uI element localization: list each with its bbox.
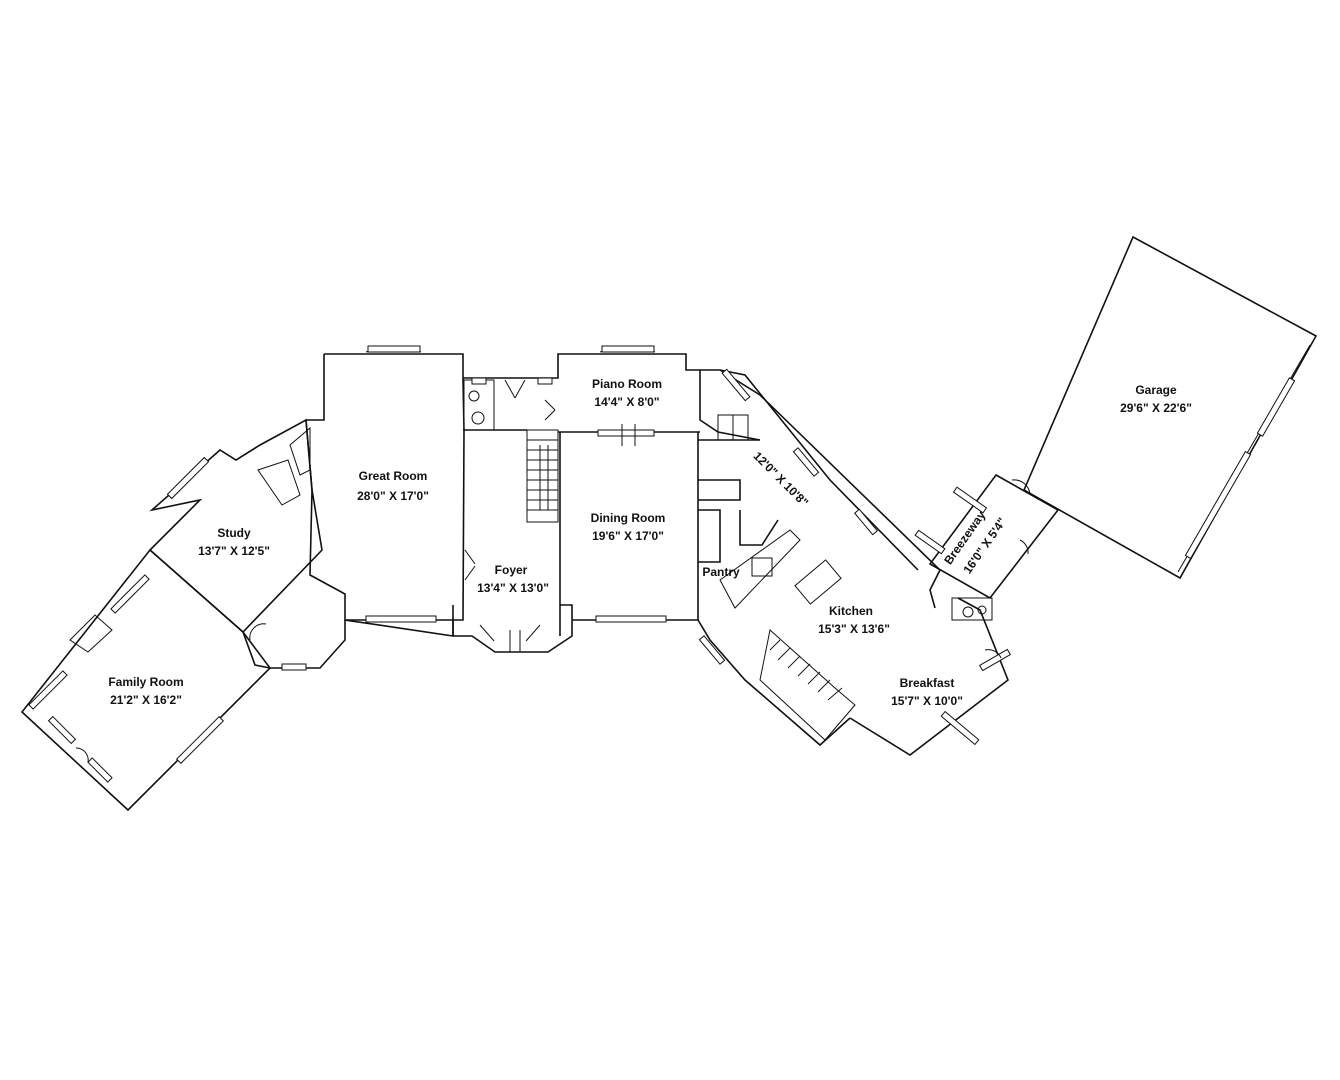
study-name: Study bbox=[217, 526, 251, 540]
study-walls bbox=[148, 418, 323, 634]
foyer-size: 13'4" X 13'0" bbox=[477, 581, 549, 595]
breakfast-size: 15'7" X 10'0" bbox=[891, 694, 963, 708]
breezeway-walls bbox=[914, 473, 1060, 600]
garage-name: Garage bbox=[1135, 383, 1177, 397]
family-room-size: 21'2" X 16'2" bbox=[110, 693, 182, 707]
foyer-name: Foyer bbox=[495, 563, 528, 577]
kitchen-size: 15'3" X 13'6" bbox=[818, 622, 890, 636]
garage-walls bbox=[1022, 235, 1318, 580]
piano-room-name: Piano Room bbox=[592, 377, 662, 391]
main-house-walls bbox=[289, 345, 701, 653]
kitchen-wing-walls bbox=[697, 368, 1012, 756]
dining-room-name: Dining Room bbox=[591, 511, 666, 525]
study-size: 13'7" X 12'5" bbox=[198, 544, 270, 558]
piano-room-size: 14'4" X 8'0" bbox=[594, 395, 659, 409]
dining-room-size: 19'6" X 17'0" bbox=[592, 529, 664, 543]
great-room-size: 28'0" X 17'0" bbox=[357, 489, 429, 503]
kitchen-name: Kitchen bbox=[829, 604, 873, 618]
great-room-name: Great Room bbox=[359, 469, 428, 483]
garage-size: 29'6" X 22'6" bbox=[1120, 401, 1192, 415]
foyer-staircase bbox=[527, 439, 558, 511]
pantry-name: Pantry bbox=[702, 565, 740, 579]
rear-staircase bbox=[759, 629, 856, 741]
family-room-walls bbox=[20, 548, 272, 812]
hall-bay-walls bbox=[242, 620, 346, 671]
breakfast-name: Breakfast bbox=[900, 676, 955, 690]
family-room-name: Family Room bbox=[108, 675, 183, 689]
